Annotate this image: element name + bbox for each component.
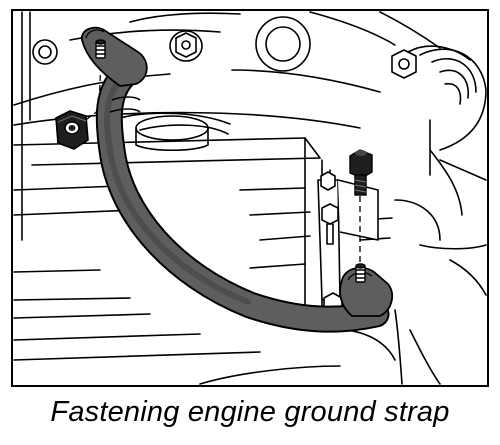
hex-nut-icon [55, 110, 89, 150]
hex-bolt-icon [349, 149, 373, 196]
figure-caption: Fastening engine ground strap [50, 396, 450, 428]
terminal-stud-upper [95, 39, 106, 59]
figure-border [11, 9, 489, 387]
ground-strap [95, 58, 390, 333]
bracket [317, 171, 379, 316]
terminal-stud-lower [355, 263, 366, 283]
